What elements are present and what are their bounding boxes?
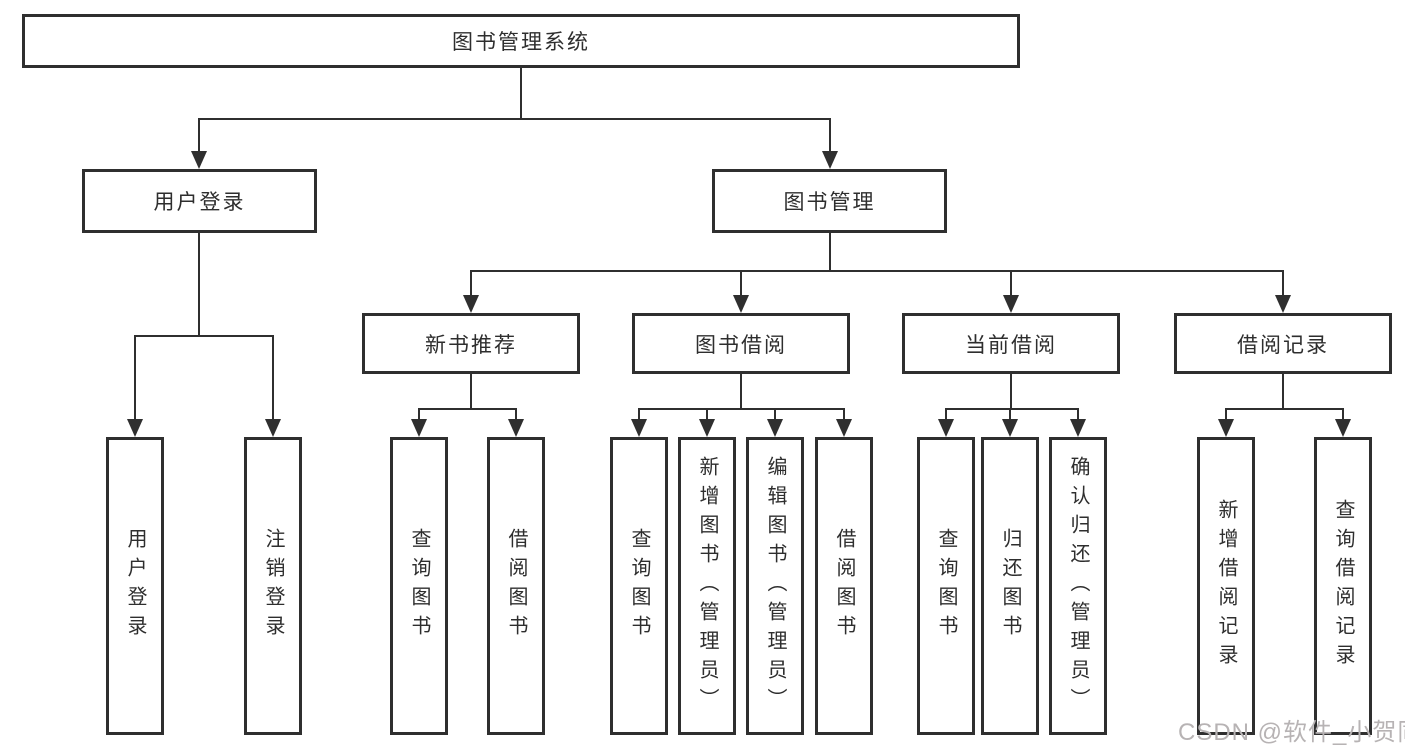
connector-borrow-records-stub: [1282, 374, 1284, 408]
node-root: 图书管理系统: [22, 14, 1020, 68]
connector-book-mgmt-stub: [829, 233, 831, 270]
connector-arrow-current-confirm: [1070, 408, 1086, 437]
leaf-borrow-add-books-admin: 新增图书（管理员）: [678, 437, 736, 735]
node-user-login: 用户登录: [82, 169, 317, 233]
connector-book-borrow-rail: [639, 408, 844, 410]
leaf-records-query-borrow-record: 查询借阅记录: [1314, 437, 1372, 735]
connector-level2-rail: [198, 118, 831, 120]
connector-arrow-borrow-records: [1275, 270, 1291, 313]
connector-arrow-book-mgmt: [822, 118, 838, 169]
leaf-borrow-borrow-books: 借阅图书: [815, 437, 873, 735]
connector-arrow-new-book-rec: [463, 270, 479, 313]
connector-arrow-leaf-user-login: [127, 335, 143, 437]
leaf-logout: 注销登录: [244, 437, 302, 735]
connector-book-borrow-stub: [740, 374, 742, 408]
connector-root-trunk: [520, 68, 522, 118]
leaf-borrow-query-books: 查询图书: [610, 437, 668, 735]
node-book-mgmt: 图书管理: [712, 169, 947, 233]
connector-arrow-newrec-query: [411, 408, 427, 437]
connector-current-borrow-rail: [946, 408, 1078, 410]
node-new-book-rec: 新书推荐: [362, 313, 580, 374]
leaf-newbook-query-books: 查询图书: [390, 437, 448, 735]
connector-arrow-records-add: [1218, 408, 1234, 437]
node-book-borrow: 图书借阅: [632, 313, 850, 374]
leaf-records-add-borrow-record: 新增借阅记录: [1197, 437, 1255, 735]
connector-arrow-current-query: [938, 408, 954, 437]
connector-arrow-borrow-add: [699, 408, 715, 437]
connector-arrow-records-query: [1335, 408, 1351, 437]
leaf-current-query-books: 查询图书: [917, 437, 975, 735]
connector-arrow-current-borrow: [1003, 270, 1019, 313]
connector-new-book-rec-rail: [419, 408, 516, 410]
connector-arrow-newrec-borrow: [508, 408, 524, 437]
connector-arrow-borrow-edit: [767, 408, 783, 437]
connector-user-login-rail: [135, 335, 273, 337]
leaf-current-confirm-return-admin: 确认归还（管理员）: [1049, 437, 1107, 735]
node-borrow-records: 借阅记录: [1174, 313, 1392, 374]
connector-arrow-borrow-query: [631, 408, 647, 437]
connector-arrow-borrow-borrow: [836, 408, 852, 437]
connector-borrow-records-rail: [1226, 408, 1343, 410]
csdn-watermark: CSDN @软件_小贺同学: [1178, 719, 1405, 746]
connector-arrow-user-login: [191, 118, 207, 169]
connector-arrow-current-return: [1002, 408, 1018, 437]
leaf-newbook-borrow-books: 借阅图书: [487, 437, 545, 735]
node-current-borrow: 当前借阅: [902, 313, 1120, 374]
connector-user-login-stub: [198, 233, 200, 335]
connector-new-book-rec-stub: [470, 374, 472, 408]
connector-current-borrow-stub: [1010, 374, 1012, 408]
connector-level3-rail: [471, 270, 1283, 272]
connector-arrow-book-borrow: [733, 270, 749, 313]
leaf-current-return-books: 归还图书: [981, 437, 1039, 735]
leaf-borrow-edit-books-admin: 编辑图书（管理员）: [746, 437, 804, 735]
connector-arrow-leaf-logout: [265, 335, 281, 437]
leaf-user-login: 用户登录: [106, 437, 164, 735]
